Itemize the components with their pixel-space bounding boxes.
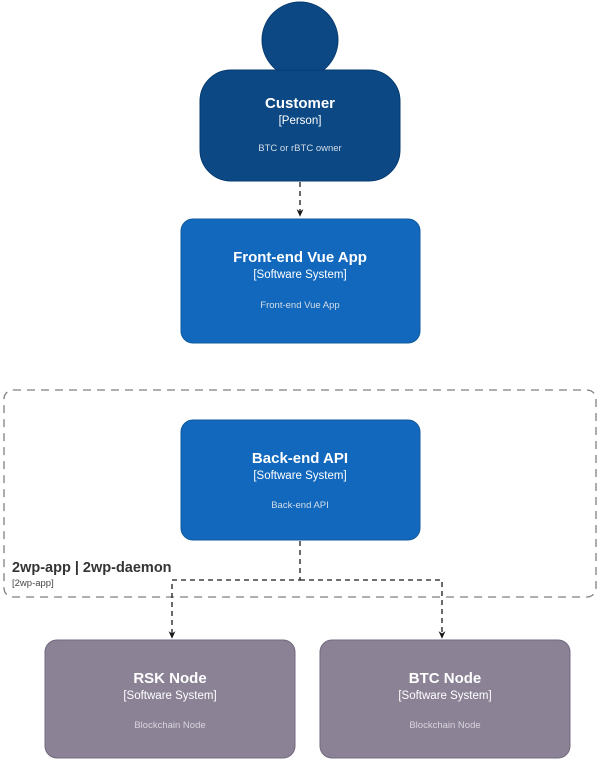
- boundary-outline: [3, 389, 597, 598]
- customer-description: BTC or rBTC owner: [258, 143, 341, 154]
- boundary-type-label: [2wp-app]: [12, 578, 54, 589]
- btc-node-title: BTC Node: [409, 670, 482, 687]
- relationship-backend-to-btc-node: [300, 579, 446, 639]
- customer-type: [Person]: [279, 115, 322, 127]
- btc-node-box: [319, 639, 571, 759]
- node-frontend-vue-app[interactable]: Front-end Vue App [Software System] Fron…: [180, 218, 421, 344]
- btc-node-description: Blockchain Node: [409, 720, 480, 731]
- frontend-type: [Software System]: [253, 269, 346, 281]
- node-backend-api[interactable]: Back-end API [Software System] Back-end …: [180, 419, 421, 541]
- customer-title: Customer: [265, 95, 335, 112]
- btc-node-type: [Software System]: [398, 690, 491, 702]
- backend-title: Back-end API: [252, 450, 348, 467]
- rsk-node-type: [Software System]: [123, 690, 216, 702]
- node-customer[interactable]: Customer [Person] BTC or rBTC owner: [199, 1, 401, 182]
- relationship-backend-to-rsk-node: [168, 541, 301, 639]
- boundary-2wp-app: 2wp-app | 2wp-daemon [2wp-app]: [3, 389, 597, 598]
- relationship-line: [300, 579, 446, 639]
- person-head-icon: [261, 1, 339, 79]
- frontend-title: Front-end Vue App: [233, 249, 367, 266]
- node-btc-node[interactable]: BTC Node [Software System] Blockchain No…: [319, 639, 571, 759]
- relationship-line: [168, 541, 301, 639]
- person-body-shape: [199, 69, 401, 182]
- backend-box: [180, 419, 421, 541]
- frontend-description: Front-end Vue App: [260, 300, 339, 311]
- backend-description: Back-end API: [271, 500, 329, 511]
- frontend-box: [180, 218, 421, 344]
- rsk-node-box: [44, 639, 296, 759]
- boundary-title: 2wp-app | 2wp-daemon: [12, 560, 172, 576]
- rsk-node-title: RSK Node: [133, 670, 206, 687]
- node-rsk-node[interactable]: RSK Node [Software System] Blockchain No…: [44, 639, 296, 759]
- rsk-node-description: Blockchain Node: [134, 720, 205, 731]
- backend-type: [Software System]: [253, 470, 346, 482]
